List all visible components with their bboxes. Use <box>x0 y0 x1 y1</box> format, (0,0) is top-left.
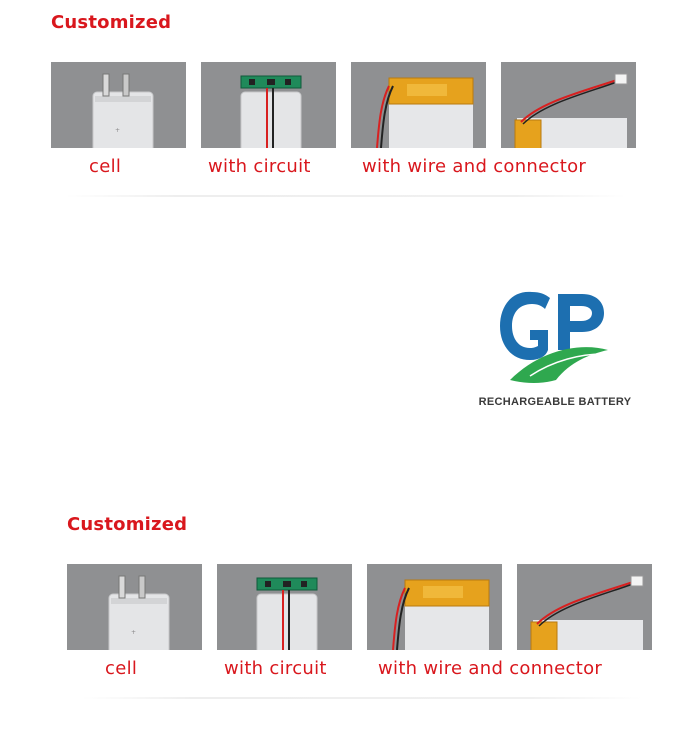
battery-with-wire-photo <box>367 564 502 650</box>
customization-section-2: Customized + <box>67 514 667 714</box>
battery-with-circuit-photo <box>217 564 352 650</box>
battery-with-connector-photo <box>501 62 636 148</box>
caption-with-wire-and-connector: with wire and connector <box>378 658 603 679</box>
battery-with-circuit-photo <box>201 62 336 148</box>
customization-section-1: Customized + <box>51 12 651 212</box>
section-heading: Customized <box>51 12 172 33</box>
caption-cell: cell <box>89 156 122 177</box>
svg-text:+: + <box>115 127 120 134</box>
svg-text:+: + <box>131 629 136 636</box>
battery-cell-photo: + <box>51 62 186 148</box>
logo-tagline: RECHARGEABLE BATTERY <box>478 396 632 408</box>
battery-with-wire-photo <box>351 62 486 148</box>
caption-with-circuit: with circuit <box>208 156 311 177</box>
caption-with-circuit: with circuit <box>224 658 327 679</box>
caption-cell: cell <box>105 658 138 679</box>
caption-with-wire-and-connector: with wire and connector <box>362 156 587 177</box>
section-heading: Customized <box>67 514 188 535</box>
battery-cell-photo: + <box>67 564 202 650</box>
divider-line <box>82 697 642 699</box>
divider-line <box>66 195 626 197</box>
battery-with-connector-photo <box>517 564 652 650</box>
brand-logo: RECHARGEABLE BATTERY <box>470 280 640 420</box>
gp-leaf-logo-icon <box>500 291 608 383</box>
